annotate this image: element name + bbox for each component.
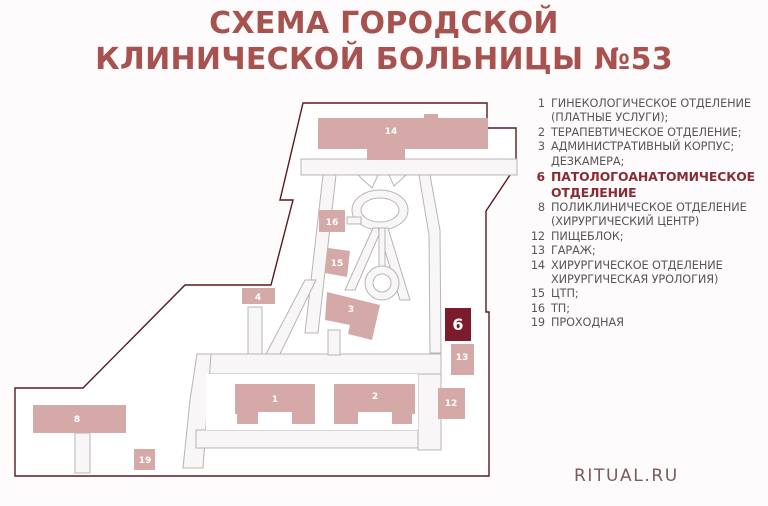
roads bbox=[74, 158, 518, 474]
label-12: 12 bbox=[445, 399, 458, 409]
label-16: 16 bbox=[326, 218, 339, 228]
building-13 bbox=[451, 344, 474, 375]
legend-num: 8 bbox=[537, 201, 545, 215]
legend-item-8: 8 ПОЛИКЛИНИЧЕСКОЕ ОТДЕЛЕНИЕ (ХИРУРГИЧЕСК… bbox=[524, 201, 768, 230]
legend-item-16: 16 ТП; bbox=[524, 302, 768, 316]
legend: 1 ГИНЕКОЛОГИЧЕСКОЕ ОТДЕЛЕНИЕ (ПЛАТНЫЕ УС… bbox=[524, 97, 768, 331]
label-13: 13 bbox=[456, 353, 469, 363]
legend-num: 13 bbox=[530, 244, 545, 258]
building-12 bbox=[438, 388, 465, 419]
building-14 bbox=[318, 114, 488, 160]
buildings bbox=[33, 114, 488, 470]
legend-num: 19 bbox=[530, 316, 545, 330]
label-4: 4 bbox=[255, 293, 261, 303]
legend-item-2: 2 ТЕРАПЕВТИЧЕСКОЕ ОТДЕЛЕНИЕ; bbox=[524, 126, 768, 140]
label-6: 6 bbox=[452, 315, 463, 334]
label-3: 3 bbox=[348, 305, 354, 315]
legend-num: 12 bbox=[530, 229, 545, 243]
legend-text: ПИЩЕБЛОК; bbox=[551, 229, 624, 243]
map-title: СХЕМА ГОРОДСКОЙ КЛИНИЧЕСКОЙ БОЛЬНИЦЫ №53 bbox=[0, 6, 768, 78]
building-4 bbox=[242, 288, 275, 304]
legend-text: АДМИНИСТРАТИВНЫЙ КОРПУС; ДЕЗКАМЕРА; bbox=[551, 140, 735, 168]
label-14: 14 bbox=[385, 127, 398, 137]
building-15 bbox=[325, 248, 350, 277]
label-15: 15 bbox=[331, 259, 344, 269]
legend-text: ГИНЕКОЛОГИЧЕСКОЕ ОТДЕЛЕНИЕ (ПЛАТНЫЕ УСЛУ… bbox=[551, 97, 751, 125]
building-19 bbox=[134, 449, 155, 470]
legend-text: ПАТОЛОГОАНАТОМИЧЕСКОЕ ОТДЕЛЕНИЕ bbox=[551, 169, 756, 201]
ritual-logo[interactable]: RITUAL.RU bbox=[574, 466, 679, 486]
legend-item-12: 12 ПИЩЕБЛОК; bbox=[524, 230, 768, 244]
legend-item-14: 14 ХИРУРГИЧЕСКОЕ ОТДЕЛЕНИЕ ХИРУРГИЧЕСКАЯ… bbox=[524, 259, 768, 288]
building-1 bbox=[235, 384, 315, 424]
building-8 bbox=[33, 405, 126, 433]
legend-num: 14 bbox=[530, 258, 545, 272]
legend-item-19: 19 ПРОХОДНАЯ bbox=[524, 316, 768, 330]
building-3 bbox=[325, 292, 380, 340]
legend-text: ЦТП; bbox=[551, 287, 579, 301]
legend-text: ПРОХОДНАЯ bbox=[551, 316, 624, 330]
legend-num: 6 bbox=[536, 169, 545, 185]
legend-item-6: 6 ПАТОЛОГОАНАТОМИЧЕСКОЕ ОТДЕЛЕНИЕ bbox=[524, 169, 768, 201]
legend-item-13: 13 ГАРАЖ; bbox=[524, 244, 768, 258]
label-8: 8 bbox=[74, 415, 80, 425]
label-1: 1 bbox=[272, 395, 278, 405]
legend-num: 15 bbox=[530, 287, 545, 301]
legend-num: 16 bbox=[530, 301, 545, 315]
label-19: 19 bbox=[139, 456, 152, 466]
legend-text: ГАРАЖ; bbox=[551, 244, 596, 258]
legend-num: 2 bbox=[537, 125, 545, 139]
building-2 bbox=[334, 384, 415, 424]
building-6[interactable] bbox=[445, 308, 471, 341]
legend-num: 3 bbox=[537, 140, 545, 154]
legend-text: ТП; bbox=[551, 301, 570, 315]
legend-text: ТЕРАПЕВТИЧЕСКОЕ ОТДЕЛЕНИЕ; bbox=[551, 125, 742, 139]
building-16 bbox=[319, 210, 345, 232]
label-2: 2 bbox=[372, 392, 378, 402]
legend-text: ПОЛИКЛИНИЧЕСКОЕ ОТДЕЛЕНИЕ (ХИРУРГИЧЕСКИЙ… bbox=[551, 201, 747, 229]
legend-item-1: 1 ГИНЕКОЛОГИЧЕСКОЕ ОТДЕЛЕНИЕ (ПЛАТНЫЕ УС… bbox=[524, 97, 768, 126]
legend-item-3: 3 АДМИНИСТРАТИВНЫЙ КОРПУС; ДЕЗКАМЕРА; bbox=[524, 140, 768, 169]
legend-num: 1 bbox=[537, 97, 545, 110]
title-line-2: КЛИНИЧЕСКОЙ БОЛЬНИЦЫ №53 bbox=[95, 42, 673, 77]
title-line-1: СХЕМА ГОРОДСКОЙ bbox=[209, 6, 559, 41]
legend-item-15: 15 ЦТП; bbox=[524, 287, 768, 301]
legend-text: ХИРУРГИЧЕСКОЕ ОТДЕЛЕНИЕ ХИРУРГИЧЕСКАЯ УР… bbox=[551, 258, 723, 287]
